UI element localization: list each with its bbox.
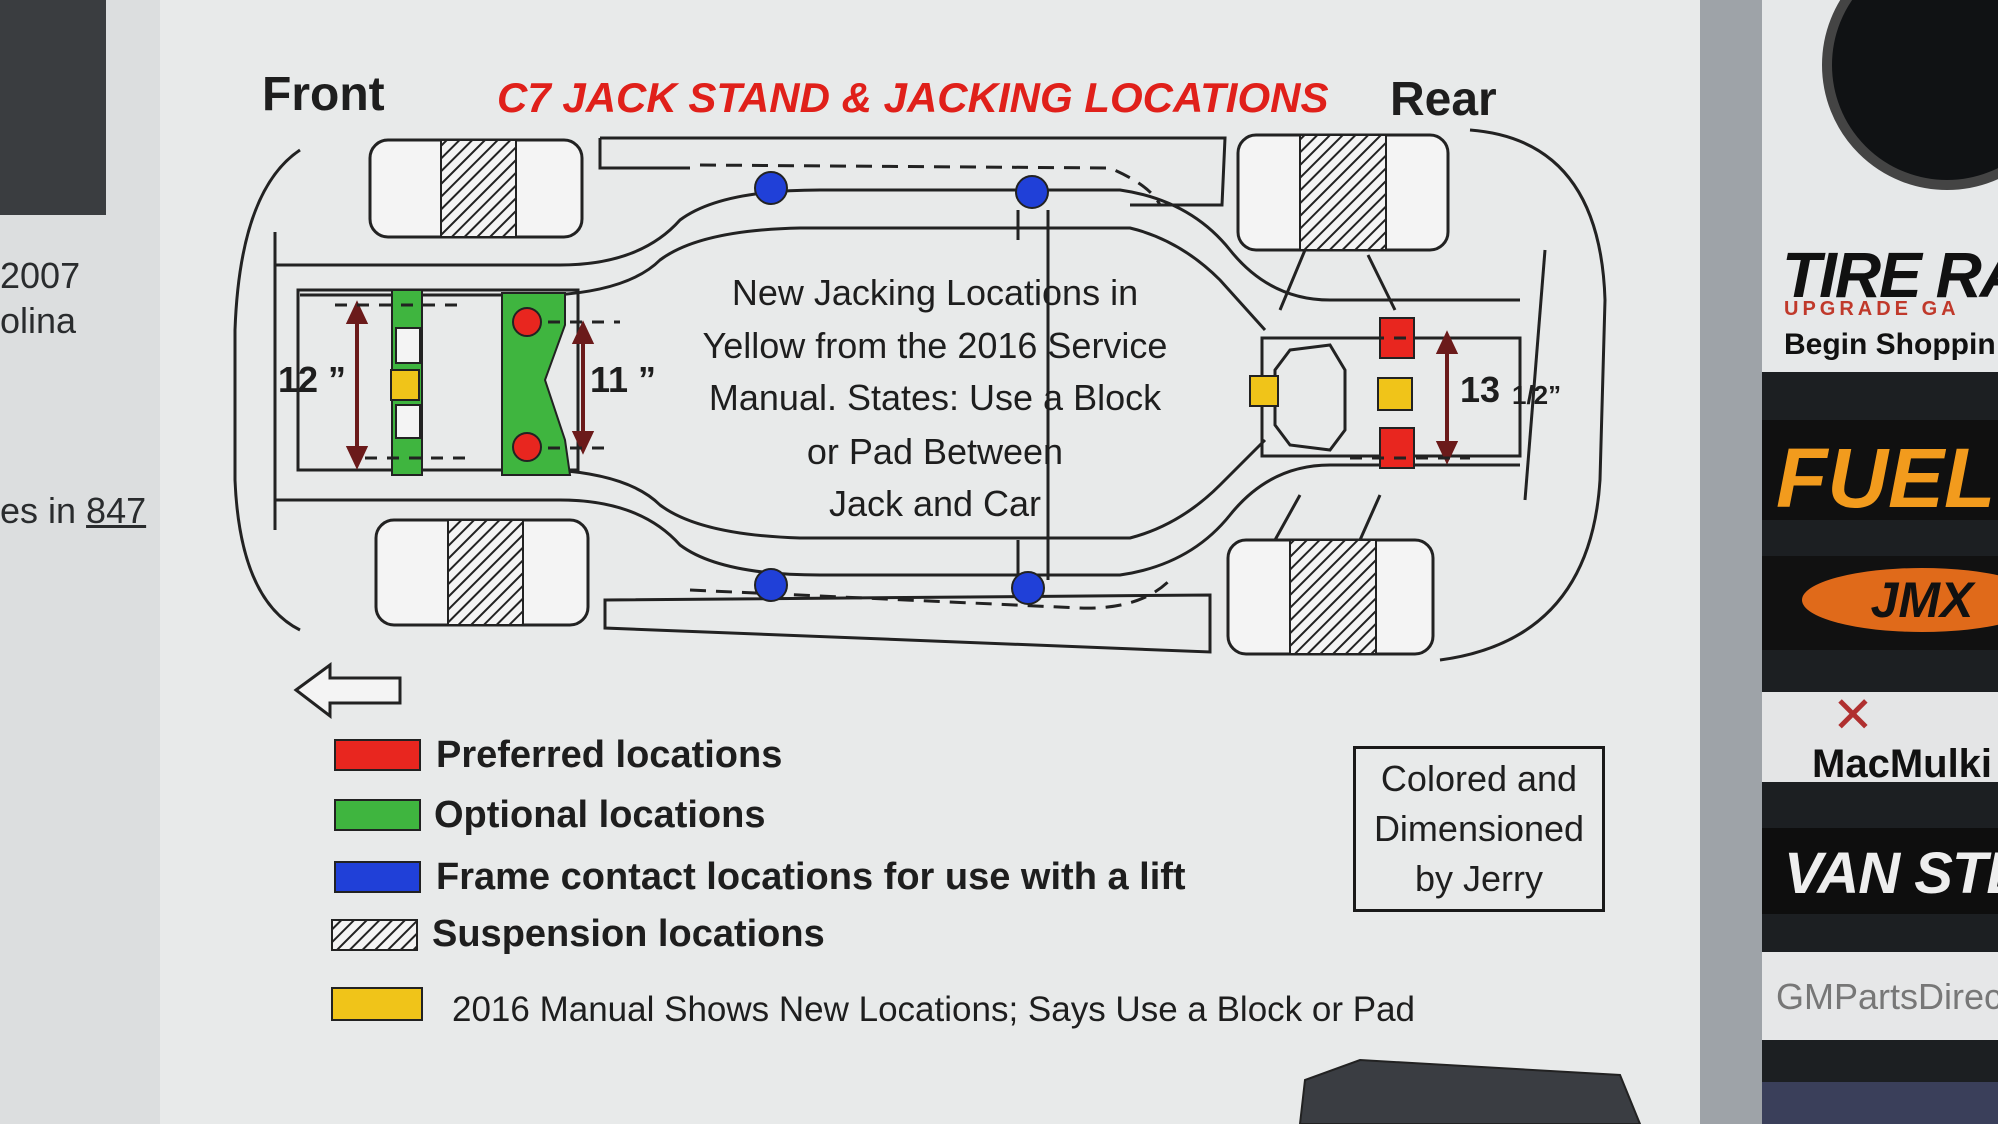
left-sidebar: 2007 olina es in 847 bbox=[0, 0, 160, 1124]
credit-line-1: Colored and bbox=[1380, 758, 1578, 799]
center-note: New Jacking Locations in Yellow from the… bbox=[703, 272, 1168, 524]
ad-gm-brand: GMPartsDirec bbox=[1776, 976, 1998, 1017]
frame-rail-top-inner bbox=[300, 226, 1267, 332]
rocker-bottom bbox=[603, 593, 1212, 654]
credit-box: Colored and Dimensioned by Jerry bbox=[1353, 746, 1605, 912]
ad-tire-rack[interactable]: TIRE RA UPGRADE GA Begin Shoppin bbox=[1762, 0, 1998, 372]
legend-swatch-new bbox=[331, 987, 423, 1021]
ad-van-brand: VAN STE bbox=[1784, 841, 1998, 906]
legend-swatch-frame bbox=[334, 861, 421, 893]
ad-tire-tagline: UPGRADE GA bbox=[1784, 298, 1960, 320]
legend-swatch-suspension bbox=[331, 919, 418, 951]
note-line-5: Jack and Car bbox=[829, 483, 1041, 524]
diagram-title: C7 JACK STAND & JACKING LOCATIONS bbox=[497, 74, 1329, 121]
preferred-rear-bottom bbox=[1379, 427, 1415, 469]
rear-top-suspension bbox=[1299, 134, 1387, 251]
ad-gmpartsdirect[interactable]: GMPartsDirec bbox=[1762, 952, 1998, 1040]
legend-label-optional: Optional locations bbox=[434, 794, 766, 836]
ad-fuel-injection[interactable]: FUEL bbox=[1762, 420, 1998, 520]
posts-count-link[interactable]: 847 bbox=[86, 490, 147, 531]
user-avatar-photo[interactable] bbox=[0, 0, 106, 215]
page-gutter bbox=[1700, 0, 1762, 1124]
credit-line-3: by Jerry bbox=[1414, 858, 1544, 899]
posts-prefix: es in bbox=[0, 490, 87, 531]
note-line-4: or Pad Between bbox=[807, 431, 1063, 472]
note-line-2: Yellow from the 2016 Service bbox=[703, 325, 1168, 366]
ad-jmx[interactable]: JMX bbox=[1762, 556, 1998, 650]
legend-label-frame: Frame contact locations for use with a l… bbox=[436, 856, 1186, 898]
sponsor-ads-column: TIRE RA UPGRADE GA Begin Shoppin FUEL JM… bbox=[1762, 0, 1998, 1124]
wheel-icon bbox=[1822, 0, 1998, 190]
ad-tire-cta[interactable]: Begin Shoppin bbox=[1784, 328, 1996, 361]
lift-point-rear-top bbox=[1015, 175, 1049, 209]
legend-label-new: 2016 Manual Shows New Locations; Says Us… bbox=[452, 990, 1416, 1029]
ad-tire-brand: TIRE RA bbox=[1782, 239, 1998, 311]
frame-rail-bottom-outer bbox=[275, 463, 1520, 577]
front-label: Front bbox=[262, 68, 385, 121]
front-crossmember-gap-top bbox=[395, 327, 421, 364]
rocker-dash-top bbox=[699, 163, 1162, 206]
lift-point-front-bottom bbox=[754, 568, 788, 602]
lift-point-rear-bottom bbox=[1011, 571, 1045, 605]
front-crossmember-gap-bottom bbox=[395, 404, 421, 439]
rear-links bbox=[1273, 249, 1397, 541]
front-top-suspension bbox=[440, 139, 517, 238]
dimension-middle: 11 ” bbox=[590, 359, 656, 400]
ad-jmx-brand: JMX bbox=[1802, 568, 1998, 632]
ad-van-steenburg[interactable]: VAN STE bbox=[1762, 828, 1998, 914]
ad-fuel-brand: FUEL bbox=[1776, 431, 1996, 520]
new-location-rear-subframe bbox=[1377, 377, 1413, 411]
front-subframe bbox=[296, 288, 580, 472]
credit-line-2: Dimensioned bbox=[1373, 808, 1585, 849]
lift-point-front-top bbox=[754, 171, 788, 205]
rear-bottom-suspension bbox=[1289, 539, 1377, 655]
dimension-front: 12 ” bbox=[278, 359, 346, 400]
note-line-3: Manual. States: Use a Block bbox=[709, 377, 1162, 418]
rear-bumper-line bbox=[1523, 249, 1547, 501]
dimension-guides bbox=[335, 303, 1470, 460]
rocker-top-end bbox=[598, 138, 690, 170]
dimension-rear-whole: 13 bbox=[1460, 369, 1500, 410]
sidebar-line-posts: es in 847 bbox=[0, 490, 146, 532]
dimension-arrows bbox=[345, 300, 1459, 470]
frame-rail-bottom-inner bbox=[300, 438, 1267, 540]
body-outline-rear bbox=[1439, 128, 1607, 662]
new-location-front bbox=[390, 369, 420, 401]
legend-swatch-preferred bbox=[334, 739, 421, 771]
legend-label-preferred: Preferred locations bbox=[436, 734, 783, 776]
legend-swatch-optional bbox=[334, 799, 421, 831]
preferred-front-top bbox=[512, 307, 542, 337]
sidebar-line-location: olina bbox=[0, 300, 77, 341]
rocker-top bbox=[600, 136, 1227, 207]
new-location-rear-diff bbox=[1249, 375, 1279, 407]
ad-macmulkin[interactable]: ✕ MacMulki bbox=[1762, 692, 1998, 782]
ad-mac-brand: MacMulki bbox=[1812, 742, 1993, 782]
lift-pad-image bbox=[1298, 1058, 1642, 1124]
rear-differential bbox=[1273, 343, 1347, 452]
frame-rail-top-outer bbox=[275, 188, 1520, 302]
corvette-emblem-icon: ✕ bbox=[1832, 692, 1874, 743]
rear-label: Rear bbox=[1390, 73, 1497, 126]
ad-bottom-partial[interactable] bbox=[1762, 1082, 1998, 1124]
forward-arrow-icon bbox=[293, 662, 402, 720]
front-bottom-suspension bbox=[447, 519, 524, 626]
note-line-1: New Jacking Locations in bbox=[732, 272, 1138, 313]
dimension-rear-fraction: 1/2” bbox=[1512, 380, 1561, 410]
rocker-dash-bottom bbox=[689, 578, 1172, 610]
legend-label-suspension: Suspension locations bbox=[432, 913, 825, 955]
preferred-front-bottom bbox=[512, 432, 542, 462]
body-outline-front bbox=[233, 148, 301, 632]
sidebar-line-year: 2007 bbox=[0, 255, 81, 296]
optional-front-subframe bbox=[501, 292, 572, 476]
